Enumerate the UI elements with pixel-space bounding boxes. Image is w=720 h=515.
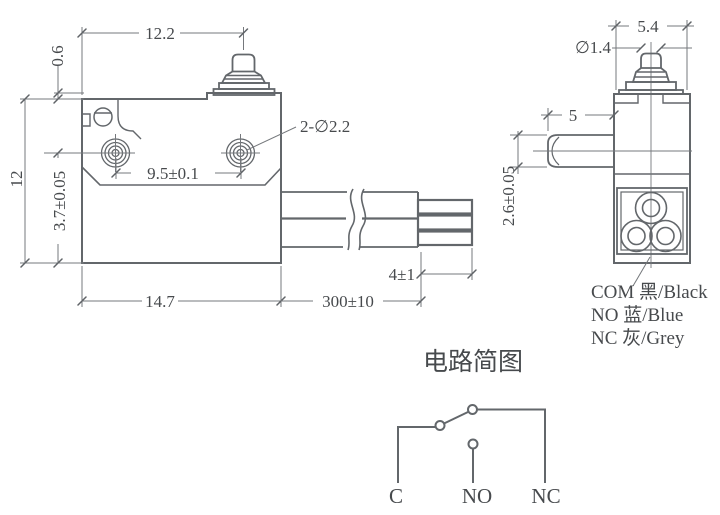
circuit-diagram: 电路简图 C NO NC (389, 348, 561, 508)
plunger-front (212, 53, 276, 96)
dim-cable-length-label: 300±10 (322, 292, 374, 311)
contact-nc (467, 404, 478, 415)
body-seam-groove (81, 166, 282, 186)
circuit-title: 电路简图 (423, 348, 523, 376)
legend-no: NO 蓝/Blue (591, 304, 683, 326)
dim-height-label: 12 (7, 171, 26, 188)
dim-top-width-label: 12.2 (145, 24, 175, 43)
plunger-side (618, 52, 684, 95)
dim-hole-offset-label: 3.7±0.05 (50, 171, 69, 231)
contact-pivot (434, 420, 446, 431)
screw-detail (93, 99, 142, 140)
edge-notch (82, 113, 91, 127)
cable-break-left (347, 188, 356, 251)
top-notches (614, 94, 690, 104)
dim-hole-callout-label: 2-∅2.2 (300, 117, 350, 136)
side-view (533, 42, 692, 268)
terminal-nc-label: NC (531, 484, 560, 508)
dim-hole-spacing-label: 9.5±0.1 (147, 164, 199, 183)
dim-side-width-label: 5.4 (637, 17, 659, 36)
dim-boot-height-label: 2.6±0.05 (499, 166, 518, 226)
circuit-nc-line (477, 408, 546, 483)
cable-break-right (358, 188, 367, 251)
circuit-c-line (397, 426, 436, 483)
terminal-no-label: NO (462, 484, 492, 508)
wire-legend: COM 黑/Black NO 蓝/Blue NC 灰/Grey (591, 256, 708, 349)
front-view-dimensions: 12.2 0.6 12 3.7±0.05 9.5±0.1 2-∅2.2 14.7… (7, 24, 477, 311)
terminal-c-label: C (389, 484, 403, 508)
dim-body-width-label: 14.7 (145, 292, 175, 311)
legend-com: COM 黑/Black (591, 282, 708, 303)
contact-no (467, 438, 479, 450)
wire-ends (416, 198, 474, 247)
dim-step-label: 0.6 (48, 45, 67, 66)
switch-blade (443, 411, 469, 425)
front-view (81, 53, 474, 264)
com-leader-line (632, 256, 651, 287)
cable-cross-section (616, 187, 688, 255)
side-view-dimensions: 5.4 ∅1.4 5 2.6±0.05 (499, 17, 694, 226)
dim-strip-length-label: 4±1 (389, 265, 415, 284)
dim-plunger-dia-label: ∅1.4 (575, 38, 612, 57)
cable (281, 188, 419, 251)
legend-nc: NC 灰/Grey (591, 327, 685, 349)
dim-boot-length-label: 5 (569, 106, 578, 125)
